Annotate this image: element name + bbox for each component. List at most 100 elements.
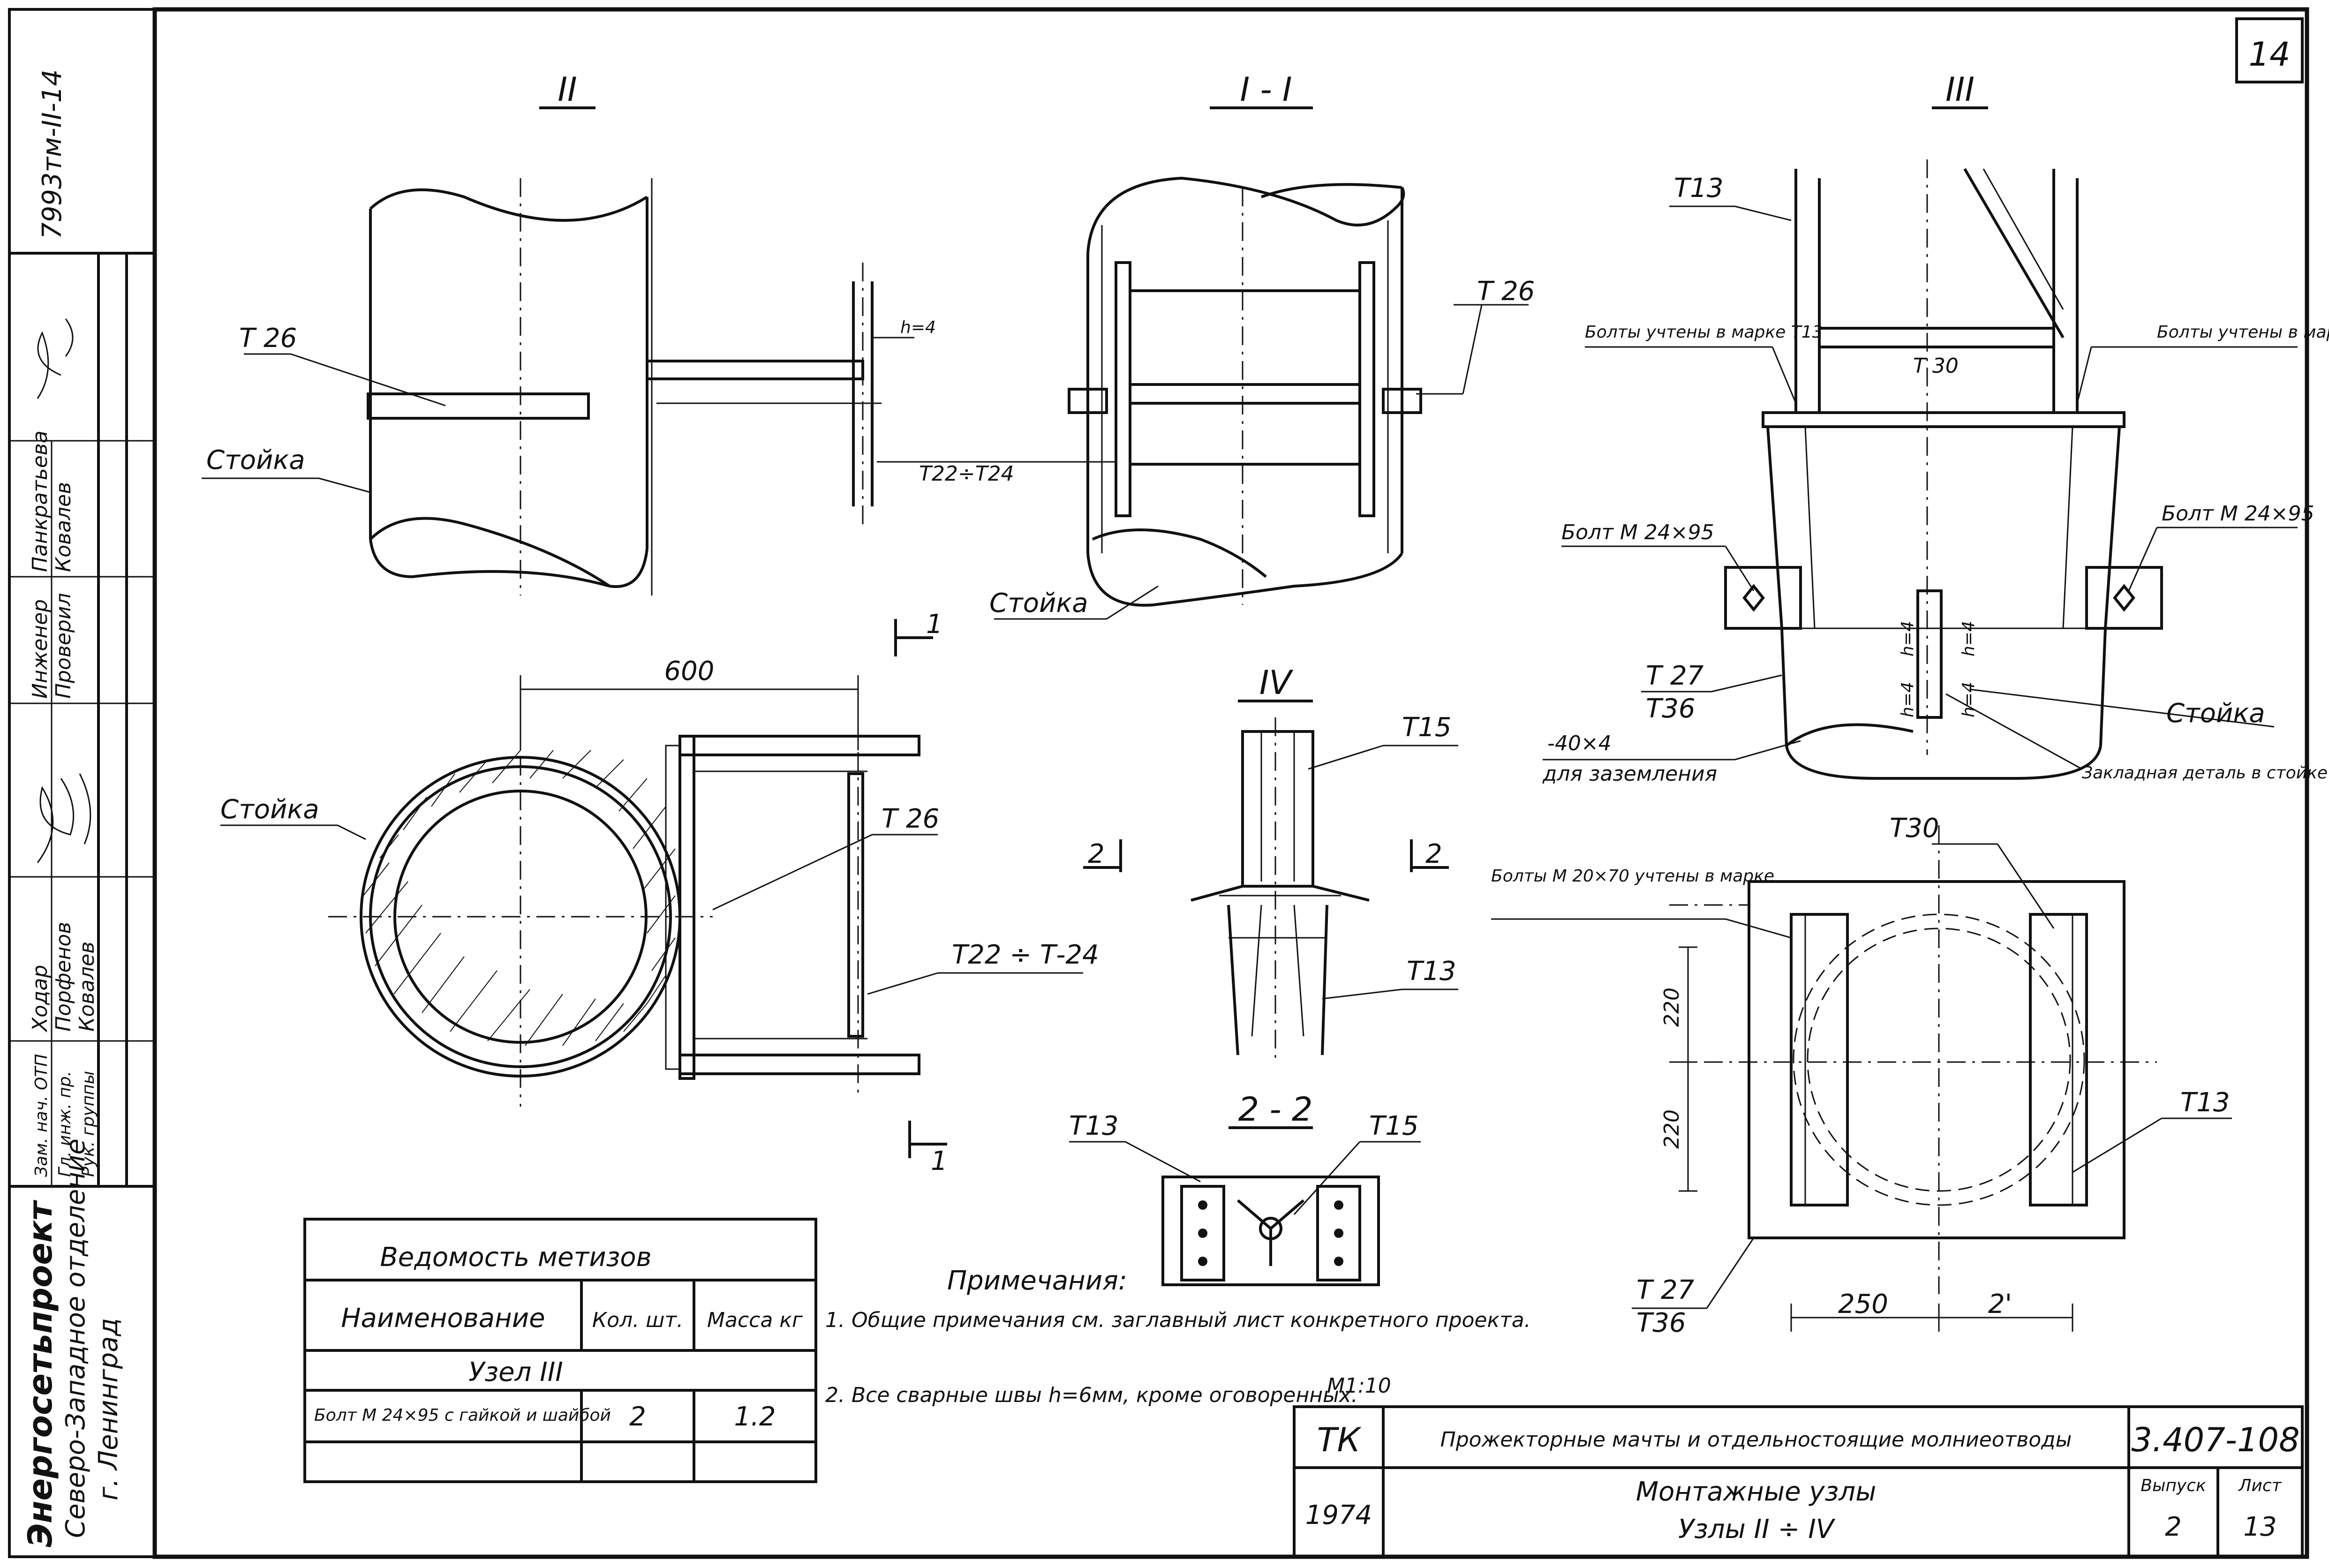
view-IV: IV 2 2 Т15 Т13 — [1083, 663, 1458, 1060]
plan-view-II: 1 1 600 Стойка Т 26 Т22 ÷ Т-24 — [220, 609, 1099, 1176]
view-II: II Т 26 Стойка — [202, 70, 914, 596]
table-title: Ведомость метизов — [380, 1242, 651, 1273]
label-bolts-plan3: Болты М 20×70 учтены в марке — [1491, 867, 1774, 886]
signature — [37, 773, 91, 863]
label-t13-view4: Т13 — [1407, 956, 1456, 987]
view-I-I-title: I - I — [1240, 70, 1292, 109]
label-t15-sec22: Т15 — [1369, 1111, 1418, 1141]
sheet-number: 14 — [2248, 35, 2290, 74]
sheet-number-box — [2235, 17, 2304, 83]
plan-view-III: 220 220 250 2' Т30 Болты М 20×70 учтены … — [1491, 813, 2232, 1338]
view-III: III Т13 Болты учтены в марке Т13 Т 30 Бо… — [1542, 70, 2329, 786]
stamp-role-2: Проверил — [52, 593, 75, 699]
label-h3-view3: h=4 — [1898, 682, 1917, 717]
dim-220-lower: 220 — [1660, 1109, 1684, 1149]
label-t27-plan3: Т 27 — [1636, 1275, 1695, 1305]
label-stoika-plan2: Стойка — [220, 794, 319, 825]
dim-600: 600 — [664, 656, 715, 686]
view-II-title: II — [558, 70, 577, 109]
hardware-table: Ведомость метизов Наименование Кол. шт. … — [303, 1218, 817, 1483]
side-stamp: 7993тм-II-14 Инженер Проверил Зам. нач. … — [8, 8, 156, 1558]
label-t26-view2: Т 26 — [239, 323, 297, 354]
label-t13-sec22: Т13 — [1069, 1111, 1118, 1141]
stamp-name-5: Ковалев — [75, 942, 99, 1032]
stamp-role-4: Гл. инж. пр. — [55, 1071, 75, 1177]
sheet: 13 — [2243, 1512, 2276, 1542]
dim-2prime: 2' — [1988, 1289, 2012, 1319]
stamp-role-5: Рук. группы — [79, 1071, 98, 1177]
table-row-mass: 1.2 — [734, 1402, 776, 1432]
view-I-I: I - I Т 26 Т22÷Т24 Стойка h=4 — [877, 70, 1535, 620]
label-h1-view3: h=4 — [1898, 621, 1917, 656]
table-group: Узел III — [468, 1357, 563, 1387]
label-t30-plan3: Т30 — [1890, 813, 1939, 844]
section-2-2: 2 - 2 Т13 Т15 — [1069, 1090, 1421, 1286]
label-t36-view3: Т36 — [1646, 694, 1695, 724]
label-t13-plan3: Т13 — [2180, 1087, 2230, 1118]
stamp-role-1: Инженер — [28, 599, 52, 699]
issue-label: Выпуск — [2141, 1476, 2206, 1495]
stamp-name-2: Ковалев — [52, 482, 75, 572]
stamp-city: г. Ленинград — [93, 1318, 124, 1500]
label-bolts-left-view3: Болты учтены в марке Т13 — [1585, 323, 1823, 342]
stamp-name-1: Панкратьева — [28, 430, 52, 572]
label-t26-view11: Т 26 — [1477, 276, 1535, 307]
label-h2-view3: h=4 — [1959, 621, 1978, 656]
label-h-view11: h=4 — [900, 318, 936, 337]
section-mark-1b: 1 — [931, 1146, 948, 1176]
label-bolts-right-view3: Болты учтены в марке Т13 — [2157, 323, 2329, 342]
label-stoika-view11: Стойка — [989, 588, 1088, 618]
label-t22-plan2: Т22 ÷ Т-24 — [952, 940, 1099, 970]
label-t15-view4: Т15 — [1402, 712, 1451, 743]
label-t27-view3: Т 27 — [1646, 661, 1704, 691]
label-t30-view3: Т 30 — [1913, 354, 1959, 378]
label-stoika-view2: Стойка — [206, 445, 305, 475]
signature — [37, 318, 74, 399]
dim-250: 250 — [1838, 1289, 1888, 1319]
label-t36-plan3: Т36 — [1636, 1308, 1686, 1338]
stamp-name-3: Ходар — [28, 965, 52, 1033]
year: 1974 — [1305, 1500, 1372, 1530]
label-bolt-right-view3: Болт М 24×95 — [2162, 502, 2314, 526]
table-header-name: Наименование — [341, 1303, 545, 1334]
table-header-qty: Кол. шт. — [592, 1308, 683, 1332]
label-embedded-view3: Закладная деталь в стойке (с двух сторон… — [2082, 763, 2329, 783]
label-strip-view3: -40×4 — [1547, 731, 1612, 755]
doc-number: 3.407-108 — [2131, 1421, 2299, 1459]
dim-220-upper: 220 — [1660, 988, 1684, 1027]
sheet-subtitle: Узлы II ÷ IV — [1678, 1514, 1836, 1545]
label-h4-view3: h=4 — [1959, 682, 1978, 717]
org-code: ТК — [1317, 1421, 1362, 1459]
section-2-2-title: 2 - 2 — [1238, 1090, 1313, 1129]
sheet-title: Монтажные узлы — [1636, 1477, 1877, 1507]
label-grounding-view3: для заземления — [1542, 762, 1717, 786]
notes: Примечания: 1. Общие примечания см. загл… — [825, 1266, 1531, 1407]
issue: 2 — [2165, 1512, 2182, 1542]
section-mark-2a: 2 — [1088, 839, 1105, 869]
view-IV-title: IV — [1259, 663, 1294, 702]
view-III-title: III — [1945, 70, 1975, 109]
scale: М1:10 — [1327, 1374, 1391, 1398]
stamp-dept: Северо-Западное отделение — [60, 1138, 91, 1538]
note-1: 1. Общие примечания см. заглавный лист к… — [825, 1308, 1531, 1332]
stamp-role-3: Зам. нач. ОТП — [32, 1054, 51, 1177]
label-bolt-left-view3: Болт М 24×95 — [1561, 520, 1714, 544]
project-title: Прожекторные мачты и отдельностоящие мол… — [1440, 1428, 2072, 1452]
sheet-label: Лист — [2238, 1476, 2282, 1495]
note-2: 2. Все сварные швы h=6мм, кроме оговорен… — [825, 1383, 1358, 1407]
notes-heading: Примечания: — [947, 1266, 1127, 1296]
label-t13-view3: Т13 — [1674, 173, 1723, 204]
table-row-qty: 2 — [629, 1402, 646, 1432]
stamp-name-4: Порфенов — [52, 922, 75, 1032]
table-row-name: Болт М 24×95 с гайкой и шайбой — [314, 1406, 611, 1425]
section-mark-1a: 1 — [926, 609, 943, 640]
section-mark-2b: 2 — [1425, 839, 1442, 869]
archive-number: 7993тм-II-14 — [37, 69, 68, 239]
title-block: ТК 1974 Прожекторные мачты и отдельносто… — [1293, 1405, 2304, 1558]
label-t26-plan2: Т 26 — [882, 804, 939, 834]
label-t22-view11: Т22÷Т24 — [919, 462, 1014, 486]
stamp-org: Энергосетьпроект — [21, 1200, 60, 1547]
table-header-mass: Масса кг — [707, 1308, 803, 1332]
